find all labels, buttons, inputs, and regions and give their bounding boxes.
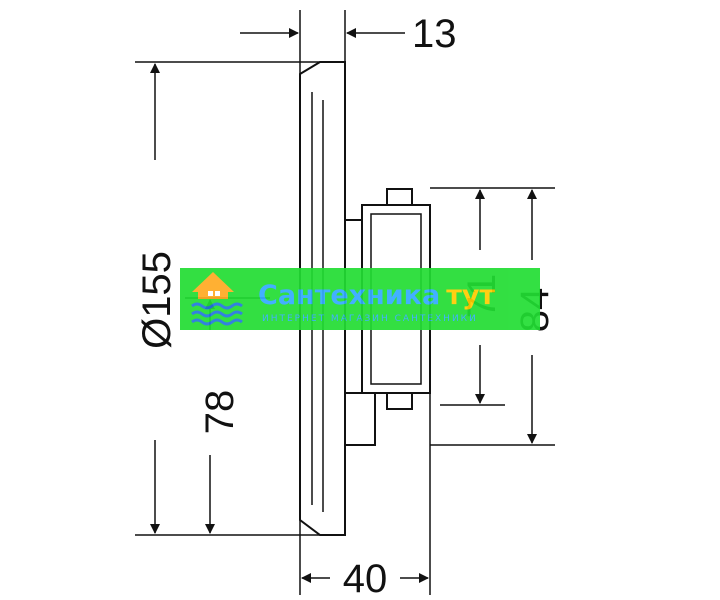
dim-40-label: 40 <box>343 557 388 600</box>
dim-13: 13 <box>240 12 457 56</box>
dim-78-label: 78 <box>198 390 242 435</box>
dim-diameter-label: Ø155 <box>135 251 179 349</box>
house-waves-logo <box>191 272 243 326</box>
watermark-title: Сантехника <box>258 280 440 311</box>
watermark-subtitle: ИНТЕРНЕТ МАГАЗИН САНТЕХНИКИ <box>262 314 478 324</box>
dim-78: 78 <box>198 299 242 534</box>
watermark-title-accent: тут <box>446 280 495 311</box>
dim-13-label: 13 <box>412 12 457 56</box>
dim-40: 40 <box>301 557 429 600</box>
extension-lines <box>135 10 555 595</box>
dim-diameter: Ø155 <box>135 63 179 534</box>
